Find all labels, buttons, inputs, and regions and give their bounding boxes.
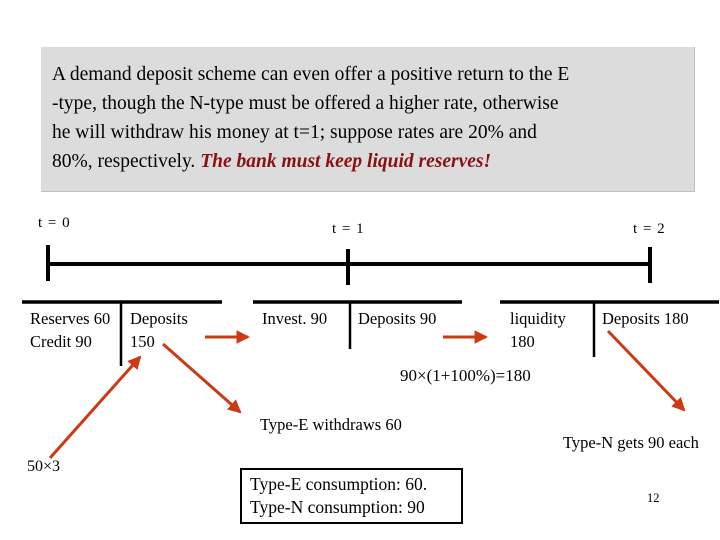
account1-deposits-value: 150	[130, 332, 155, 351]
account3-liquidity-label: liquidity	[510, 309, 566, 328]
arrow-deposits180-to-type-n-gets	[606, 329, 686, 412]
type-e-consumption: Type-E consumption: 60.	[250, 474, 428, 494]
account2-invest: Invest. 90	[262, 309, 328, 328]
account1-credit: Credit 90	[30, 332, 92, 351]
account3-deposits: Deposits 180	[602, 309, 689, 328]
account2-deposits: Deposits 90	[358, 309, 437, 328]
account1-right-cell: Deposits 150	[130, 307, 188, 353]
fifty-times-three-note: 50×3	[27, 458, 61, 475]
page-number: 12	[647, 491, 660, 505]
timeline-label-t0: t = 0	[38, 215, 71, 231]
intro-line-1: A demand deposit scheme can even offer a…	[52, 64, 570, 85]
account1-left-cell: Reserves 60 Credit 90	[30, 307, 110, 353]
intro-line-4: 80%, respectively. The bank must keep li…	[52, 147, 694, 176]
timeline-label-t2: t = 2	[633, 221, 666, 237]
intro-highlight: The bank must keep liquid reserves!	[200, 151, 492, 172]
type-n-gets-note: Type-N gets 90 each	[563, 433, 699, 452]
timeline-label-t1: t = 1	[332, 221, 365, 237]
arrow-fifty-times-three-to-deposits150	[48, 355, 142, 459]
growth-formula: 90×(1+100%)=180	[400, 366, 531, 385]
account1-deposits-label: Deposits	[130, 309, 188, 328]
type-e-withdraws-note: Type-E withdraws 60	[260, 415, 402, 434]
arrow-deposits150-to-type-e-withdraws	[162, 342, 242, 414]
account3-liquidity-value: 180	[510, 332, 535, 351]
intro-line-4-text: 80%, respectively.	[52, 151, 201, 172]
type-n-consumption: Type-N consumption: 90	[250, 497, 425, 517]
intro-text-box: A demand deposit scheme can even offer a…	[41, 47, 695, 192]
account3-left-cell: liquidity 180	[510, 307, 566, 353]
account1-reserves: Reserves 60	[30, 309, 111, 328]
intro-line-3: he will withdraw his money at t=1; suppo…	[52, 122, 537, 143]
consumption-summary-box: Type-E consumption: 60. Type-N consumpti…	[240, 468, 463, 524]
intro-line-2: -type, though the N-type must be offered…	[52, 93, 559, 114]
